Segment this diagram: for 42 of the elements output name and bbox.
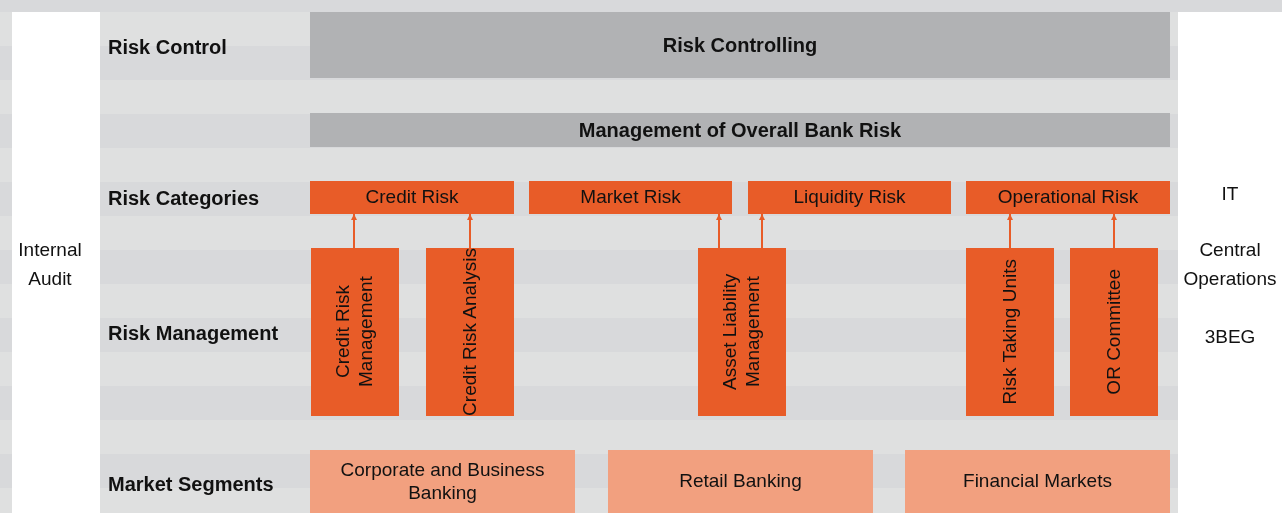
node-label: OR Committee	[1102, 269, 1125, 395]
unit-box	[426, 248, 514, 416]
arrow	[1111, 213, 1117, 249]
row-heading: Risk Control	[108, 35, 228, 60]
unit-box	[966, 248, 1054, 416]
segment-box	[905, 450, 1170, 513]
node-label: Retail Banking	[679, 470, 802, 493]
row-heading: Risk Categories	[108, 186, 261, 211]
row-heading: Market Segments	[108, 472, 275, 497]
arrow	[759, 213, 765, 249]
unit-box	[311, 248, 399, 416]
category-box	[310, 181, 514, 214]
side-label: Internal Audit	[17, 238, 83, 291]
node-label: Operational Risk	[997, 186, 1139, 209]
arrow	[351, 213, 357, 249]
category-box	[748, 181, 951, 214]
node-label: Management of Overall Bank Risk	[578, 118, 902, 142]
segment-box	[608, 450, 873, 513]
side-label: Central Operations	[1182, 238, 1278, 291]
function-bar	[310, 12, 1170, 78]
node-label: Corporate and Business Banking	[339, 458, 546, 505]
node-label: Credit Risk Management	[332, 275, 377, 390]
node-label: Risk Taking Units	[998, 259, 1021, 405]
row-heading: Risk Management	[108, 321, 280, 346]
segment-box	[310, 450, 575, 513]
arrow	[467, 213, 473, 249]
arrow	[1007, 213, 1013, 249]
side-label: IT	[1220, 182, 1240, 206]
node-label: Market Risk	[580, 186, 681, 209]
function-bar	[310, 113, 1170, 147]
node-label: Liquidity Risk	[793, 186, 906, 209]
node-label: Asset Liability Management	[719, 272, 764, 393]
unit-box	[698, 248, 786, 416]
node-label: Risk Controlling	[662, 33, 818, 57]
category-box	[966, 181, 1170, 214]
node-label: Financial Markets	[963, 470, 1112, 493]
unit-box	[1070, 248, 1158, 416]
node-label: Credit Risk	[365, 186, 459, 209]
side-label: 3BEG	[1203, 325, 1257, 349]
category-box	[529, 181, 732, 214]
arrow	[716, 213, 722, 249]
node-label: Credit Risk Analysis	[458, 248, 481, 416]
